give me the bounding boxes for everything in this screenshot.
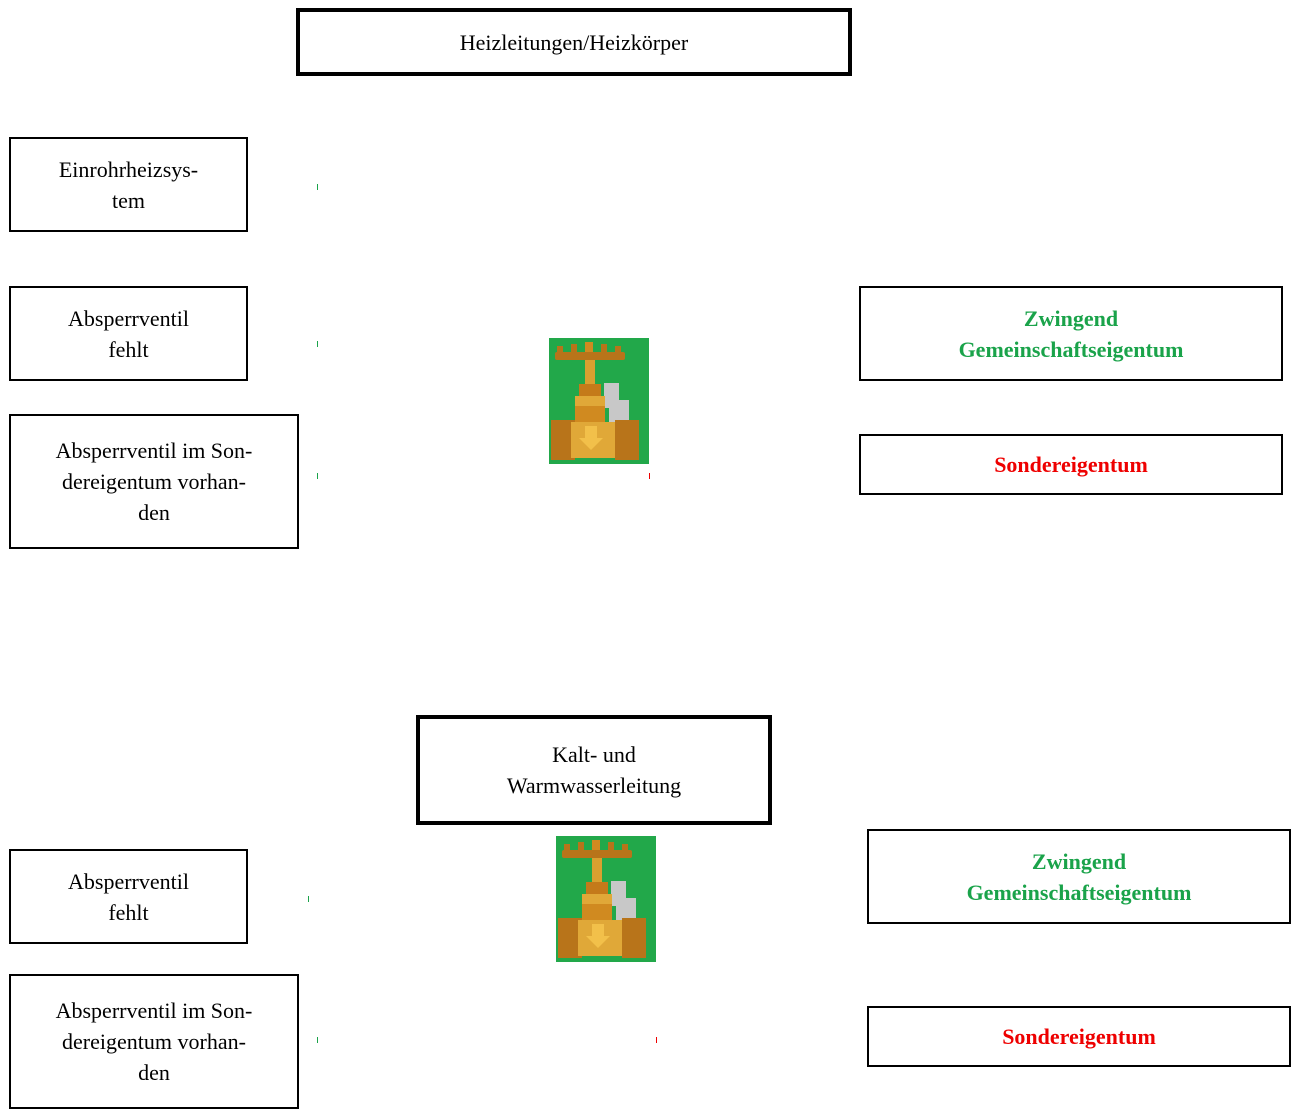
section1-right-box-1: Zwingend Gemeinschaftseigentum: [859, 286, 1283, 381]
box-label: Absperrventil fehlt: [68, 868, 189, 925]
connector-tick: [317, 1037, 318, 1043]
section1-title-box: Heizleitungen/Heizkörper: [296, 8, 852, 76]
connector-tick: [649, 473, 650, 479]
section2-left-box-1: Absperrventil fehlt: [9, 849, 248, 944]
box-label: Absperrventil im Son- dereigentum vorhan…: [55, 998, 253, 1085]
connector-tick: [317, 341, 318, 347]
section1-left-box-2: Absperrventil fehlt: [9, 286, 248, 381]
box-label: Sondereigentum: [1002, 1024, 1156, 1049]
box-label: Absperrventil im Son- dereigentum vorhan…: [55, 438, 253, 525]
connector-tick: [656, 1037, 657, 1043]
box-label: Zwingend Gemeinschaftseigentum: [958, 305, 1184, 362]
section1-right-box-2: Sondereigentum: [859, 434, 1283, 495]
connector-tick: [317, 184, 318, 190]
box-label: Absperrventil fehlt: [68, 305, 189, 362]
valve-icon: [556, 836, 656, 962]
section1-title: Heizleitungen/Heizkörper: [459, 29, 689, 55]
section2-right-box-2: Sondereigentum: [867, 1006, 1291, 1067]
section2-title-box: Kalt- und Warmwasserleitung: [416, 715, 772, 825]
box-label: Einrohrheizsys- tem: [58, 156, 199, 213]
section2-left-box-2: Absperrventil im Son- dereigentum vorhan…: [9, 974, 299, 1109]
valve-icon: [549, 338, 649, 464]
connector-tick: [308, 896, 309, 902]
section1-left-box-3: Absperrventil im Son- dereigentum vorhan…: [9, 414, 299, 549]
box-label: Zwingend Gemeinschaftseigentum: [966, 848, 1192, 905]
connector-tick: [317, 473, 318, 479]
section1-left-box-1: Einrohrheizsys- tem: [9, 137, 248, 232]
box-label: Sondereigentum: [994, 452, 1148, 477]
section2-right-box-1: Zwingend Gemeinschaftseigentum: [867, 829, 1291, 924]
section2-title: Kalt- und Warmwasserleitung: [506, 742, 682, 798]
